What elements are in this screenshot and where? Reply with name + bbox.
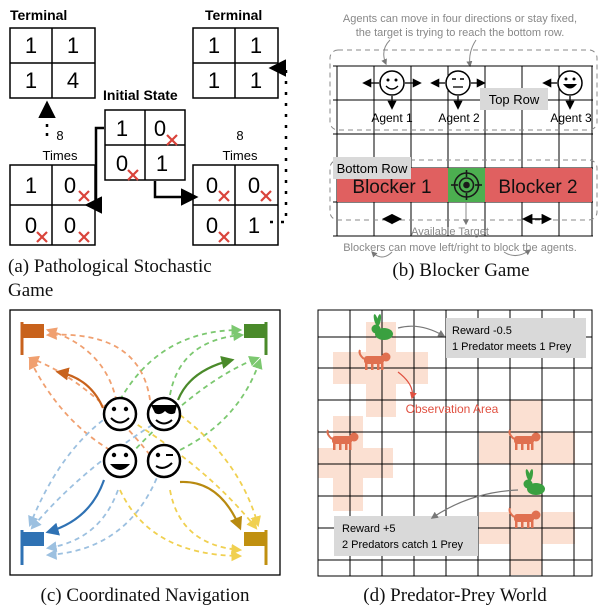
winking-face-icon [146,443,182,479]
caption-c: (c) Coordinated Navigation [41,585,250,606]
agent-1-label: Agent 1 [371,111,413,125]
terminal-left-cell: 1 [25,33,37,58]
cross-mark-icon [217,189,231,203]
terminal-right-cell: 1 [250,33,262,58]
flag-yellow-icon [244,530,268,565]
note-connectors [371,39,531,258]
grinning-face-icon [102,443,138,479]
loop-left-cell: 1 [25,173,37,198]
loop-right-unit: Times [223,148,258,163]
tiger-predator-icon [358,349,391,370]
panel-d: Reward -0.5 1 Predator meets 1 Prey Obse… [317,309,593,606]
caption-d: (d) Predator-Prey World [363,585,547,606]
panel-c: (c) Coordinated Navigation [9,309,281,606]
agent-3-grin-icon [557,70,583,96]
loop-right-cell: 1 [248,213,260,238]
bottom-row-label: Bottom Row [337,161,408,176]
loop-right-cell: 0 [206,213,218,238]
flag-blue-icon [20,530,44,565]
cross-mark-icon [77,189,91,203]
loop-left-cell: 0 [25,213,37,238]
note-top-line1: Agents can move in four directions or st… [343,13,577,25]
note-top-line2: the target is trying to reach the bottom… [356,27,565,39]
loop-right-cell: 0 [248,173,260,198]
loop-left-unit: Times [43,148,78,163]
note-bottom: Blockers can move left/right to block th… [343,242,577,254]
tiger-predator-icon [326,429,359,450]
blocker-2 [485,168,592,202]
initial-cell: 1 [156,151,168,176]
blocker-1-label: Blocker 1 [352,177,431,198]
cross-mark-icon [165,133,179,147]
agent-2-neutral-icon [445,70,471,96]
agent-move-arrows [362,78,575,110]
terminal-left-cell: 1 [25,68,37,93]
caption-a-line1: (a) Pathological Stochastic [8,256,212,277]
cross-mark-icon [217,230,231,244]
reward-bottom-line1: Reward +5 [342,523,396,535]
initial-cell: 0 [116,151,128,176]
cross-mark-icon [77,230,91,244]
terminal-left-grid [9,27,96,99]
navigation-frame [9,309,281,576]
loop-left-grid [9,164,96,246]
terminal-right-cell: 1 [250,68,262,93]
navigation-solid-paths [45,356,243,536]
loop-left-cell: 0 [64,173,76,198]
reward-bottom-box [334,516,478,556]
caption-b: (b) Blocker Game [392,260,529,281]
caption-a-line2: Game [8,280,53,301]
cross-mark-icon [35,230,49,244]
bottom-row-tag [333,157,411,179]
target-icon [451,170,482,200]
top-row-label: Top Row [489,92,540,107]
rabbit-prey-icon [523,469,545,495]
cross-mark-icon [126,168,140,182]
terminal-left-cell: 1 [67,33,79,58]
panel-b: Agents can move in four directions or st… [329,13,598,281]
loop-right-count: 8 [236,128,243,143]
flag-orange-icon [20,322,44,355]
initial-cell: 1 [116,116,128,141]
reward-bottom-line2: 2 Predators catch 1 Prey [342,539,464,551]
reward-top-line2: 1 Predator meets 1 Prey [452,341,572,353]
agent-1-smiley-icon [379,70,405,96]
top-row-tag [480,88,548,110]
terminal-right-grid [192,27,279,99]
flag-green-icon [244,322,268,355]
sunglasses-face-icon [146,396,182,432]
cross-mark-icon [259,189,273,203]
transition-arrows [38,59,288,224]
initial-cell: 0 [154,116,166,141]
available-target-label: Available Target [411,226,489,238]
smiley-face-icon [102,396,138,432]
agent-2-label: Agent 2 [438,111,480,125]
agent-3-label: Agent 3 [550,111,592,125]
loop-left-count: 8 [56,128,63,143]
navigation-paths [27,324,263,562]
reward-top-line1: Reward -0.5 [452,325,512,337]
terminal-right-cell: 1 [208,33,220,58]
tiger-predator-icon [508,507,541,528]
rabbit-prey-icon [371,314,393,340]
terminal-left-label: Terminal [10,7,67,23]
tiger-predator-icon [508,429,541,450]
initial-state-grid [104,109,186,181]
reward-top-box [446,318,586,358]
loop-left-cell: 0 [64,213,76,238]
terminal-right-label: Terminal [205,7,262,23]
terminal-right-cell: 1 [208,68,220,93]
observation-area-label: Observation Area [406,402,499,416]
initial-state-label: Initial State [103,87,178,103]
loop-right-cell: 0 [206,173,218,198]
terminal-left-cell: 4 [67,68,79,93]
blocker-2-label: Blocker 2 [498,177,577,198]
panel-a: Terminal 1 1 1 4 Terminal 1 1 1 1 Initia… [8,7,288,301]
